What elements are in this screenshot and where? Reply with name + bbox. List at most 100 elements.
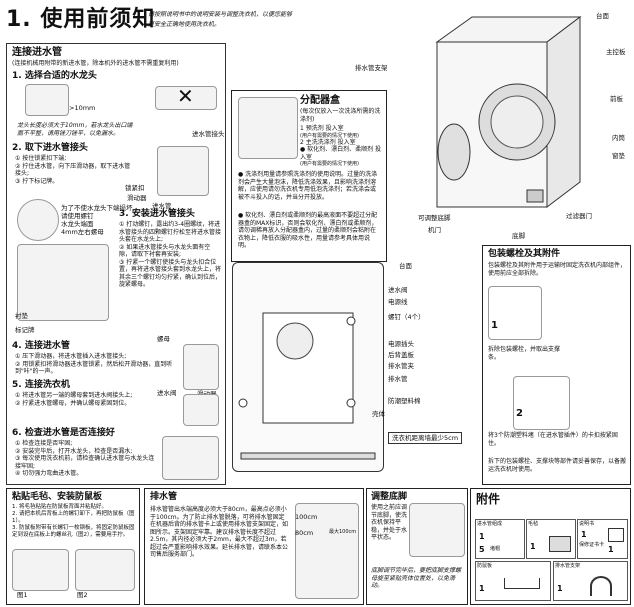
label-inner-drum: 内筒 — [612, 134, 625, 142]
label-control-panel: 主控板 — [606, 48, 626, 56]
step6-item: ③ 每次使用洗衣机前，请检查确认进水管与水龙头连接牢固; — [15, 455, 155, 470]
acc-item: 进水管组成 1 5 堵帽 — [475, 519, 525, 559]
felt-section: 粘贴毛毡、安装防鼠板 1. 将毛毡粘贴在防鼠板背面并粘贴好。 2. 请把本机后背… — [6, 488, 140, 605]
step6-list: ① 检查连接是否牢固; ② 安装完毕后，打开水龙头，检查是否漏水; ③ 每次使用… — [15, 440, 155, 478]
label-front-panel: 前板 — [610, 95, 623, 103]
drawer-title: 分配器盒 — [300, 95, 340, 106]
felt-item: 2. 请把本机后背板上的螺钉卸下，再把防鼠板（图1）。 — [12, 510, 135, 524]
step3-item: ② 如果进水管接头与水龙头面有空隙，请取下衬套再安装; — [119, 243, 211, 259]
feet-section: 调整底脚 使用之前应调节底脚，使洗衣机保持平稳，并处于水平状态。 底脚调节完毕后… — [366, 488, 468, 605]
felt-item: 1. 将毛毡粘贴在防鼠板背面并粘贴好。 — [12, 504, 107, 510]
label-top-panel: 台面 — [596, 12, 609, 20]
drain-title: 排水管 — [150, 492, 178, 502]
label-valve: 进水阀 — [157, 389, 177, 397]
acc-qty: 1 — [581, 530, 587, 539]
connect-illustration — [183, 344, 219, 390]
acc-qty: 5 — [479, 545, 485, 554]
acc-qty: 1 — [557, 584, 563, 593]
page-title: 1. 使用前须知 — [6, 7, 156, 32]
step4-title: 4. 连接进水管 — [12, 341, 70, 351]
bolts-title: 包装螺栓及其附件 — [488, 249, 561, 259]
feet-warn: 底脚调节完毕后，要把底脚支撑螺母旋至紧贴壳体位置处，以免滑动。 — [371, 567, 462, 589]
drawer-para-1: ● 洗涤剂用量请参照洗涤剂的使用说明。过量的洗涤剂会产生大量泡沫，降低洗涤效果，… — [238, 171, 378, 201]
label-slider: 滑动器 — [127, 194, 147, 202]
acc-qty: 1 — [479, 584, 485, 593]
faucet-ok-illustration — [25, 84, 69, 116]
check-illustration — [162, 436, 219, 480]
accessories-title: 附件 — [476, 492, 501, 506]
rear-drawing — [238, 312, 376, 460]
bolts-step2-text: 将3个防潮塑料堵（在进水管插件）的卡扣按紧固住。 — [488, 432, 618, 447]
label-inlet-joint: 进水管接头 — [192, 130, 225, 138]
felt-fig2-label: 图2 — [77, 591, 88, 599]
mouse-guard-icon — [504, 578, 540, 589]
label-power-cord: 电源线 — [388, 298, 408, 306]
label-tag: 标记牌 — [15, 326, 35, 334]
valve-illustration — [183, 394, 219, 426]
step4-item: ② 用锁紧扣将滑动器进水管锁紧，然后松开滑动器，直到听到"咔"的一声。 — [15, 360, 173, 376]
faucet-dimension: >10mm — [69, 104, 96, 112]
step3-item: ③ 拧紧一个螺钉使接头与龙头扣合位置，再将进水管接头套到水龙头上，将其余三个螺钉… — [119, 258, 222, 289]
label-drain-clamp: 排水管夹 — [388, 362, 414, 370]
felt-title: 粘贴毛毡、安装防鼠板 — [12, 492, 103, 502]
step5-item: ① 将进水管另一端的螺母套到进水阀接头上; — [15, 392, 133, 399]
intro-line-1: 请按照说明书中的说明安装与调整洗衣机，以便您能够 — [148, 11, 293, 18]
drain-dim-80: 80cm — [295, 529, 314, 537]
acc-name: 堵帽 — [490, 546, 501, 552]
bolts-para-1: 包装螺栓及其附件用于运输时固定洗衣机内部组件，使用前应全部拆除。 — [488, 262, 627, 277]
step3-title: 3. 安装进水管接头 — [119, 209, 195, 219]
label-window: 窗垫 — [612, 152, 625, 160]
label-inlet-valve: 进水阀 — [388, 286, 408, 294]
bolts-step2-illustration — [513, 376, 570, 430]
label-faucet-note: 水龙头端面 — [61, 220, 94, 228]
bolts-step2-num: 2 — [516, 408, 523, 419]
inlet-note: (连接机械用附带的新进水管，除本机外的进水管不需重复利用) — [12, 60, 179, 67]
inlet-title: 连接进水管 — [12, 47, 62, 58]
bolts-section: 包装螺栓及其附件 包装螺栓及其附件用于运输时固定洗衣机内部组件，使用前应全部拆除… — [482, 245, 631, 485]
rear-view — [232, 262, 384, 472]
drain-section: 排水管 排水管管出水端高度必须大于80cm，最高点必须小于100cm。为了防止排… — [144, 488, 364, 605]
acc-item: 防鼠板 1 — [475, 561, 551, 601]
label-lock: 锁紧扣 — [125, 184, 145, 192]
acc-name: 进水管组成 — [477, 521, 503, 527]
felt-list: 1. 将毛毡粘贴在防鼠板背面并粘贴好。 2. 请把本机后背板上的螺钉卸下，再把防… — [12, 504, 136, 538]
drain-dim-max: 最大100cm — [329, 529, 357, 535]
inlet-section: 连接进水管 (连接机械用附带的新进水管，除本机外的进水管不需重复利用) 1. 选… — [6, 43, 226, 485]
step6-item: ④ 切勿强力弯曲进水管。 — [15, 470, 83, 477]
label-gasket: 衬垫 — [15, 312, 28, 320]
step4-item: ① 压下滑动器，将进水管插入进水管接头; — [15, 353, 127, 360]
step2-item: ② 拧住进水管，向下压滑动器，取下进水管接头; — [15, 162, 131, 178]
label-power-plug: 电源插头 — [388, 340, 414, 348]
acc-item: 毛毡 1 — [526, 519, 576, 559]
label-inlet: 进水管 — [152, 202, 172, 210]
label-filter-door: 过滤器门 — [566, 212, 592, 220]
step2-item: ① 按住锁紧扣下端; — [15, 155, 67, 162]
ground-note: 洗衣机距离墙最少5cm — [388, 432, 463, 445]
step3-list: ① 打动螺钉，露出约3-4圈螺纹，将进水管接头的四颗螺钉拧松至将进水管接头套在水… — [119, 221, 221, 289]
bolts-step1-illustration — [488, 286, 542, 340]
drawer-item-3: ● 软化剂、漂白剂、柔顺剂 投入室 — [300, 146, 382, 161]
acc-item: 说明书 1 保修证书卡 1 — [577, 519, 628, 559]
step2-item: ③ 拧下标记牌。 — [15, 177, 59, 185]
label-screws: 请使用螺钉 — [61, 212, 94, 220]
drawer-para-2: ● 软化剂、漂白剂或柔顺剂的最高液面不要超过分配器盒的MAX标识，否则会软化剂、… — [238, 212, 378, 249]
manual-icon — [608, 528, 624, 542]
label-back-cover: 后背盖板 — [388, 351, 414, 359]
label-door: 机门 — [428, 226, 441, 234]
step6-title: 6. 检查进水管是否连接好 — [12, 428, 115, 438]
feet-title: 调整底脚 — [371, 492, 408, 502]
drawer-item-2: 2 主洗洗涤剂 投入室 — [300, 138, 356, 146]
label-bolts: 螺钉（4个） — [388, 313, 425, 321]
step6-item: ① 检查连接是否牢固; — [15, 440, 73, 447]
drain-text: 排水管管出水端高度必须大于80cm，最高点必须小于100cm。为了防止排水管脱落… — [150, 506, 289, 558]
drawer-subtitle: (每次仅放入一次洗涤所需的洗涤剂) — [300, 108, 381, 123]
joint-illustration — [157, 146, 209, 196]
label-screw-note: 为了不使水龙头下端损坏 — [61, 204, 133, 212]
step5-item: ② 拧紧进水管螺母，并确认螺母紧固到位。 — [15, 399, 131, 407]
acc-qty: 1 — [479, 532, 485, 541]
step3-item: ① 打动螺钉，露出约3-4圈螺纹，将进水管接头的四颗螺钉拧松至将进水管接头套在水… — [119, 221, 222, 243]
felt-fig1-label: 图1 — [17, 591, 28, 599]
washer-illustration — [432, 12, 582, 212]
step2-title: 2. 取下进水管接头 — [12, 143, 88, 153]
label-cap: 螺母 — [157, 335, 170, 343]
